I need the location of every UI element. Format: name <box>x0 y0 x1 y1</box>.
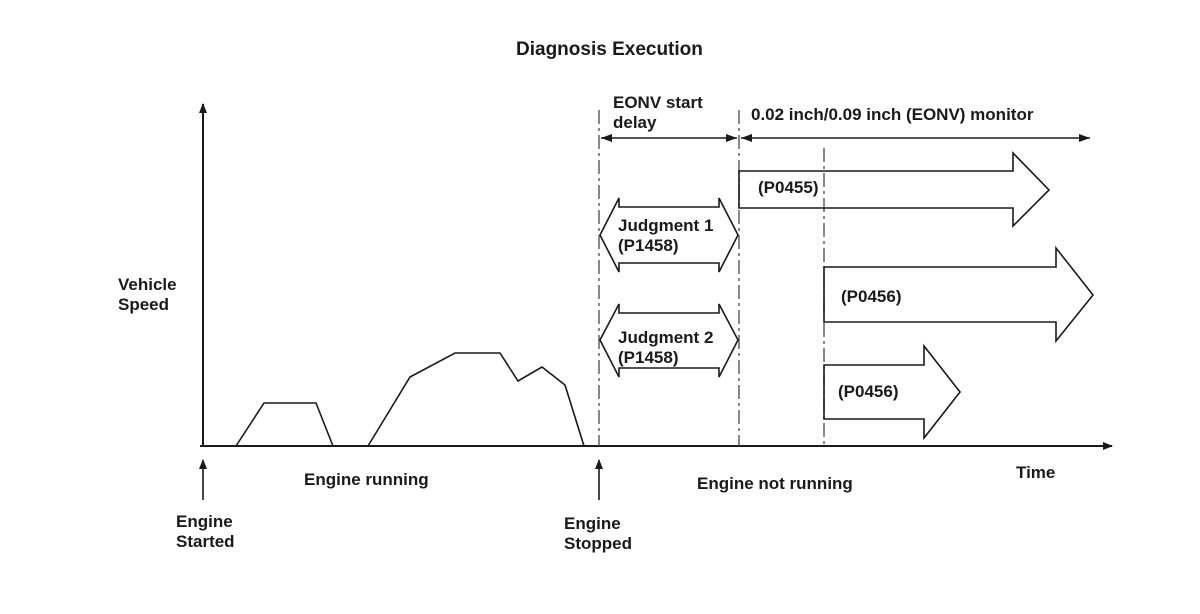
eonv-delay-right-head <box>726 134 737 142</box>
judgment-2-arrow <box>599 303 739 378</box>
eonv-start-delay-label: EONV start delay <box>613 93 703 132</box>
y-axis-label: Vehicle Speed <box>118 275 177 314</box>
p0456-arrow-long <box>823 245 1095 344</box>
p0455-arrow <box>738 151 1051 228</box>
p0455-label: (P0455) <box>758 178 819 197</box>
engine-not-running-label: Engine not running <box>697 474 853 493</box>
p0456-label-short: (P0456) <box>838 382 899 401</box>
diagram-title: Diagnosis Execution <box>516 39 703 60</box>
judgment-1-arrow <box>599 197 739 273</box>
judgment-2-label: Judgment 2 (P1458) <box>618 328 714 367</box>
eonv-monitor-left-head <box>741 134 752 142</box>
engine-stopped-label: Engine Stopped <box>564 514 632 553</box>
x-axis-label: Time <box>1016 463 1056 482</box>
p0456-label-long: (P0456) <box>841 287 902 306</box>
engine-started-label: Engine Started <box>176 512 235 551</box>
judgment-1-label: Judgment 1 (P1458) <box>618 216 714 255</box>
engine-running-label: Engine running <box>304 470 429 489</box>
p0456-arrow-short <box>823 343 962 441</box>
vehicle-speed-trace <box>235 352 585 447</box>
eonv-monitor-right-head <box>1079 134 1090 142</box>
eonv-delay-left-head <box>601 134 612 142</box>
eonv-monitor-label: 0.02 inch/0.09 inch (EONV) monitor <box>751 105 1034 124</box>
